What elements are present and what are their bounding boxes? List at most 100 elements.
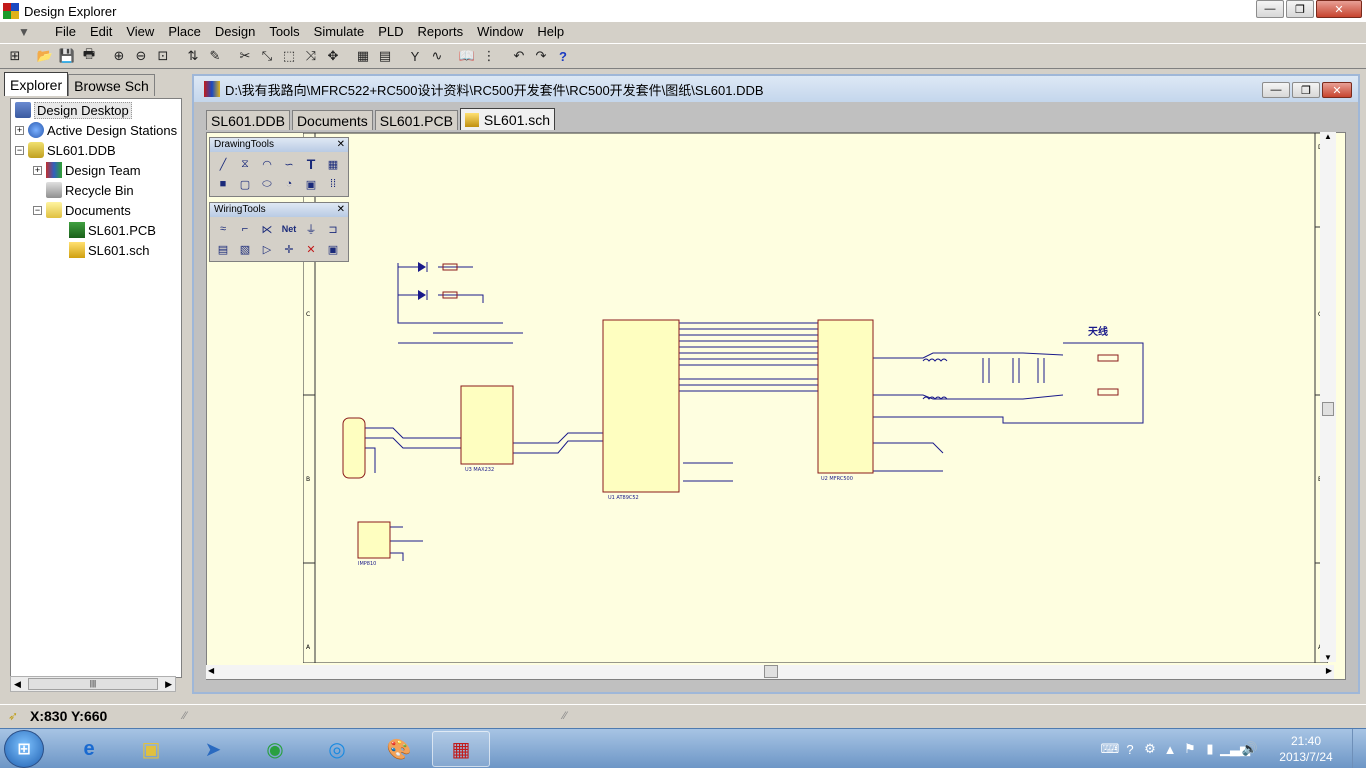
scroll-left-icon[interactable]: ◀ [14, 678, 21, 689]
menu-reports[interactable]: Reports [417, 24, 464, 39]
line-tool-icon[interactable]: ╱ [219, 158, 227, 171]
round-rect-tool-icon[interactable]: ▢ [239, 178, 251, 191]
arc-tool-icon[interactable]: ◠ [262, 158, 272, 171]
show-desktop-button[interactable] [1352, 729, 1366, 768]
doc-minimize-button[interactable]: — [1262, 82, 1290, 98]
part-tool-icon[interactable]: ⊐ [328, 223, 338, 236]
cross-probe-icon[interactable]: ✎ [209, 48, 221, 63]
scroll-right-icon[interactable]: ▶ [1325, 666, 1332, 675]
scroll-thumb[interactable]: ||| [28, 678, 158, 690]
no-erc-icon[interactable]: ✕ [306, 243, 316, 256]
browser-taskbar-icon[interactable]: ◉ [266, 738, 284, 761]
tab-browse-sch[interactable]: Browse Sch [68, 74, 155, 96]
help-icon[interactable]: ? [559, 48, 567, 64]
net-label-tool[interactable]: Net [281, 224, 297, 234]
bus-tool-icon[interactable]: ⌐ [241, 223, 249, 235]
collapse-icon[interactable]: − [15, 144, 24, 155]
open-icon[interactable]: 📂 [36, 48, 54, 63]
scroll-left-icon[interactable]: ◀ [208, 666, 215, 675]
schematic-canvas[interactable]: C B A D C B A [206, 132, 1346, 680]
zoom-in-icon[interactable]: ⊕ [113, 48, 125, 63]
pcb-layout-icon[interactable]: ▣ [327, 243, 339, 256]
vertical-scroll-thumb[interactable] [1322, 402, 1334, 416]
menu-edit[interactable]: Edit [89, 24, 113, 39]
menu-design[interactable]: Design [214, 24, 256, 39]
minimize-button[interactable]: — [1256, 0, 1284, 18]
print-icon[interactable]: 🖶 [82, 46, 96, 61]
deselect-icon[interactable]: ⤨ [305, 48, 317, 63]
menu-tools[interactable]: Tools [269, 24, 300, 39]
qq-taskbar-icon[interactable]: ◎ [328, 738, 346, 761]
rectangle-tool-icon[interactable]: ■ [219, 178, 227, 190]
collapse-icon[interactable]: − [33, 204, 42, 215]
power-port-icon[interactable]: ⏚ [305, 224, 317, 236]
undo-icon[interactable]: ↶ [513, 48, 525, 63]
text-tool-icon[interactable]: T [306, 156, 316, 172]
protel-taskbar-icon[interactable]: ▦ [432, 731, 490, 767]
junction-tool-icon[interactable]: ✛ [284, 243, 294, 256]
paint-taskbar-icon[interactable]: 🎨 [386, 738, 412, 761]
bird-app-taskbar-icon[interactable]: ➤ [204, 738, 222, 761]
menu-simulate[interactable]: Simulate [313, 24, 365, 39]
menu-window[interactable]: Window [477, 24, 524, 39]
battery-icon[interactable]: ▮ [1206, 741, 1214, 756]
clock[interactable]: 21:40 2013/7/24 [1266, 733, 1346, 765]
paste-icon[interactable]: ⤡ [261, 48, 273, 63]
tab-documents[interactable]: Documents [291, 110, 373, 130]
tab-explorer[interactable]: Explorer [4, 72, 69, 96]
ie-taskbar-icon[interactable]: e [83, 737, 95, 760]
expand-icon[interactable]: + [33, 164, 42, 175]
library-icon[interactable]: ▦ [356, 48, 370, 63]
sheet-symbol-icon[interactable]: ▤ [217, 243, 229, 256]
volume-icon[interactable]: 🔊 [1241, 741, 1259, 756]
tab-sl601-pcb[interactable]: SL601.PCB [374, 110, 458, 130]
waveform-icon[interactable]: ∿ [431, 48, 443, 63]
tree-item-sl601-ddb[interactable]: − SL601.DDB [15, 142, 116, 158]
horizontal-scroll-thumb[interactable] [764, 665, 778, 678]
tree-item-sl601-sch[interactable]: SL601.sch [69, 241, 149, 259]
flag-icon[interactable]: ⚑ [1184, 741, 1196, 756]
array-tool-icon[interactable]: ⁞⁞ [329, 178, 337, 190]
text-frame-icon[interactable]: ▦ [327, 158, 339, 171]
tree-item-design-desktop[interactable]: Design Desktop [15, 101, 132, 119]
tray-expand-icon[interactable]: ▲ [1163, 741, 1177, 757]
signal-icon[interactable]: ▁▃▅ [1220, 741, 1250, 756]
zoom-fit-icon[interactable]: ⊡ [157, 48, 169, 63]
menu-file[interactable]: File [55, 24, 76, 39]
close-button[interactable]: ✕ [1316, 0, 1362, 18]
system-menu-arrow-icon[interactable]: ▼ [18, 25, 30, 39]
browse-library-icon[interactable]: ▤ [378, 48, 392, 63]
menu-view[interactable]: View [126, 24, 155, 39]
pie-tool-icon[interactable]: ◔ [285, 178, 293, 190]
start-button[interactable]: ⊞ [4, 730, 44, 768]
move-icon[interactable]: ✥ [327, 48, 339, 63]
scroll-up-icon[interactable]: ▲ [1324, 132, 1332, 141]
align-icon[interactable]: ⋮ [482, 48, 496, 63]
zoom-out-icon[interactable]: ⊖ [135, 48, 147, 63]
palette-close-icon[interactable]: ✕ [336, 139, 345, 150]
redo-icon[interactable]: ↷ [535, 48, 547, 63]
ellipse-tool-icon[interactable]: ⬭ [262, 177, 272, 190]
doc-close-button[interactable]: ✕ [1322, 82, 1352, 98]
doc-restore-button[interactable]: ❐ [1292, 82, 1320, 98]
cut-icon[interactable]: ✂ [239, 48, 251, 63]
polygon-tool-icon[interactable]: ⧖ [241, 157, 249, 170]
tree-item-design-team[interactable]: + Design Team [33, 162, 141, 178]
scroll-down-icon[interactable]: ▼ [1324, 653, 1332, 662]
menu-help[interactable]: Help [537, 24, 565, 39]
select-area-icon[interactable]: ⬚ [282, 48, 296, 63]
settings-tray-icon[interactable]: ⚙ [1144, 741, 1156, 756]
canvas-vertical-scrollbar[interactable]: ▲ ▼ [1320, 132, 1336, 662]
tree-item-active-stations[interactable]: + Active Design Stations [15, 122, 178, 138]
port-tool-icon[interactable]: ▷ [262, 243, 272, 256]
help-tray-icon[interactable]: ? [1126, 741, 1134, 757]
restore-button[interactable]: ❐ [1286, 0, 1314, 18]
graphic-tool-icon[interactable]: ▣ [305, 178, 317, 191]
palette-close-icon[interactable]: ✕ [336, 204, 345, 215]
explorer-taskbar-icon[interactable]: ▣ [141, 738, 161, 761]
canvas-horizontal-scrollbar[interactable]: ◀ ▶ [206, 665, 1334, 679]
keyboard-icon[interactable]: ⌨ [1100, 741, 1120, 756]
bus-entry-icon[interactable]: ⋉ [261, 223, 273, 236]
tree-toggle-icon[interactable]: ⊞ [9, 48, 21, 63]
save-icon[interactable]: 💾 [58, 48, 76, 63]
